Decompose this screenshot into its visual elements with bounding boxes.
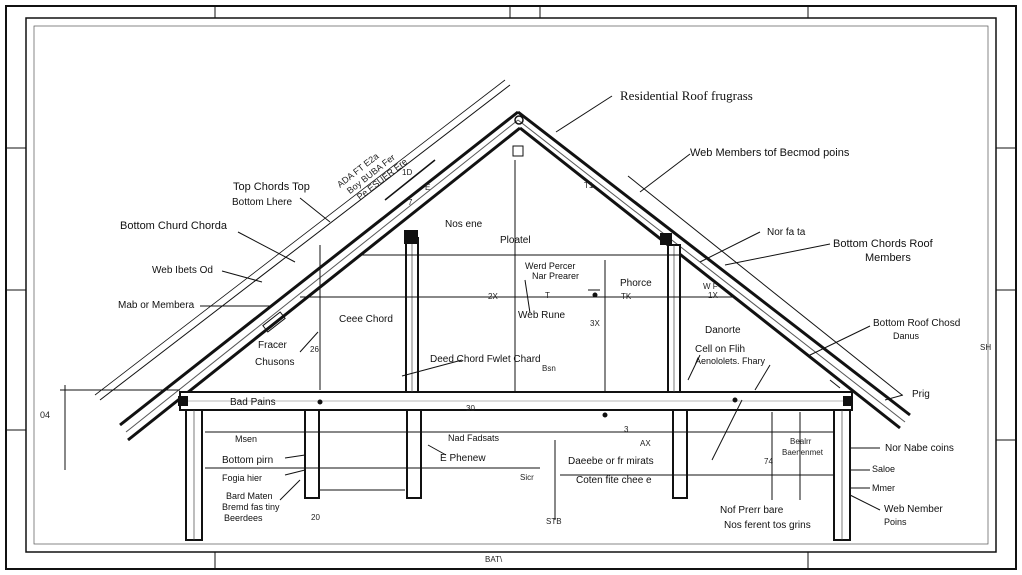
outer-border: [5, 5, 1017, 570]
diagram-title: Residential Roof frugrass: [620, 88, 753, 103]
slope-notes: ADA FT E2a Boy BUBA Fer Pe ESUER Ere: [335, 151, 409, 202]
callout-web-rune: Web Rune: [518, 310, 566, 321]
ridge-bracket: [512, 145, 524, 157]
dim-wf: W F: [703, 282, 718, 291]
dim-bottom: BAT\: [485, 555, 503, 564]
callout-web-ibets: Web Ibets Od: [152, 265, 213, 276]
callout-chasons: Chusons: [255, 357, 294, 368]
gusset-plates: [178, 230, 853, 406]
callout-bealrr: Bealrr: [790, 437, 812, 446]
callout-ploatel: Ploatel: [500, 235, 531, 246]
callout-bramd-fas: Bremd fas tiny: [222, 502, 280, 512]
ridge-node: [514, 115, 524, 125]
callout-fogia-hir: Fogia hier: [222, 473, 262, 483]
attic-dimension-line: [300, 160, 735, 392]
border-ticks: [6, 6, 1016, 569]
top-chord-left: [99, 84, 521, 442]
dim-3: 3: [624, 425, 629, 434]
dim-t: T: [545, 291, 550, 300]
callout-nos-one: Nos ene: [445, 219, 483, 230]
callout-danorte: Danorte: [705, 325, 741, 336]
callout-beerdees: Beerdees: [224, 513, 263, 523]
callout-mab-or-members: Mab or Membera: [118, 300, 195, 311]
callout-nor-fa: Nor fa ta: [767, 227, 806, 238]
callout-coten: Coten fite chee e: [576, 475, 652, 486]
slope-dimension-line: [94, 79, 506, 396]
dim-2x: 2X: [488, 292, 498, 301]
callout-bottom-roof-chosd: Bottom Roof Chosd: [873, 318, 960, 329]
callout-cece-chord: Ceee Chord: [339, 314, 393, 325]
post-center-lines: [193, 238, 843, 540]
callout-deed-chord: Deed Chord Fwlet Chard: [430, 354, 541, 365]
callout-fracer: Fracer: [258, 340, 288, 351]
dim-ax: AX: [640, 439, 651, 448]
callout-mmer: Mmer: [872, 483, 895, 493]
callout-nar-prearer: Nar Prearer: [532, 271, 579, 281]
callout-werd-percer: Werd Percer: [525, 261, 575, 271]
callout-danus: Danus: [893, 331, 920, 341]
dim-tk: TK: [621, 292, 632, 301]
callout-bottom-pim: Bottom pirn: [222, 455, 273, 466]
callout-bottom-chords-roof: Bottom Chords Roof: [833, 238, 934, 250]
dim-26: 26: [310, 345, 319, 354]
callout-prig: Prig: [912, 389, 930, 400]
inner-border: [25, 17, 997, 553]
callout-web-members-top: Web Members tof Becmod poins: [690, 147, 850, 159]
detail-marks: [177, 292, 841, 418]
callout-e-phenew: E Phenew: [440, 453, 486, 464]
dim-t1: T1: [584, 181, 594, 190]
dim-74: 74: [764, 457, 773, 466]
callout-web-nember: Web Nember: [884, 504, 943, 515]
callout-nad-fadsats: Nad Fadsats: [448, 433, 500, 443]
callout-bottom-chord-chorda: Bottom Churd Chorda: [120, 220, 228, 232]
top-chord-right: [517, 110, 911, 430]
callout-bard-maten: Bard Maten: [226, 491, 273, 501]
dim-e: E: [425, 183, 430, 192]
leader-lines: [200, 95, 904, 511]
dim-30: 30: [466, 404, 475, 413]
callout-poins: Poins: [884, 517, 907, 527]
callout-baenennnet: Baenenmet: [782, 448, 824, 457]
dim-stb: STB: [546, 517, 562, 526]
bottom-chord: [179, 391, 853, 411]
callout-cel-on-flih: Cell on Flih: [695, 344, 745, 355]
callout-msen: Msen: [235, 434, 257, 444]
callout-top-chords: Top Chords Top: [233, 181, 310, 193]
dim-sicr: Sicr: [520, 473, 534, 482]
callout-nof-prerr: Nof Prerr bare: [720, 505, 784, 516]
callout-aeroloiets: Aenololets. Fhary: [695, 356, 766, 366]
inner-border-2: [33, 25, 989, 545]
callout-bad-pains: Bad Pains: [230, 397, 276, 408]
dim-3x: 3X: [590, 319, 600, 328]
callout-nor-mabe: Nor Nabe coins: [885, 443, 954, 454]
callout-saloe: Saloe: [872, 464, 895, 474]
bottom-dimension-lines: [60, 385, 835, 520]
callout-daeebe: Daeebe or fr mirats: [568, 456, 654, 467]
dim-1x: 1X: [708, 291, 718, 300]
slope-tick: [384, 159, 436, 201]
callout-bsn: Bsn: [542, 364, 556, 373]
dim-20: 20: [311, 513, 320, 522]
callout-bottom-lhere: Bottom Lhere: [232, 197, 292, 208]
dim-1d: 1D: [402, 168, 412, 177]
dim-sh: SH: [980, 343, 991, 352]
callout-members: Members: [865, 252, 911, 264]
dim-04: 04: [40, 410, 50, 420]
callout-nos-ferent: Nos ferent tos grins: [724, 520, 811, 531]
callout-phorce: Phorce: [620, 278, 652, 289]
dim-7: 7: [408, 198, 413, 207]
